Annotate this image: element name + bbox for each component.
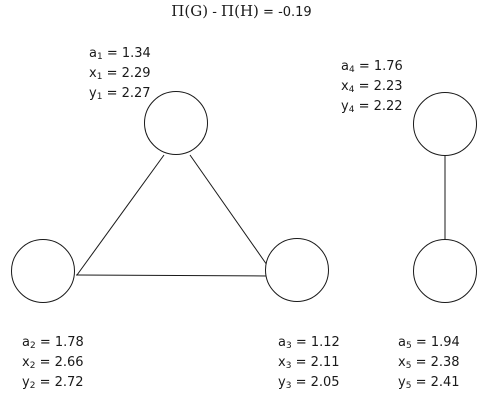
node-5-label: a5 = 1.94 x5 = 2.38 y5 = 2.41 (398, 333, 460, 393)
node-3-y: y3 = 2.05 (278, 375, 340, 391)
node-1 (144, 91, 208, 155)
node-3 (265, 238, 329, 302)
node-4 (413, 92, 477, 156)
node-4-label: a4 = 1.76 x4 = 2.23 y4 = 2.22 (341, 57, 403, 117)
title-minus: - (208, 5, 222, 20)
node-1-y: y1 = 2.27 (89, 86, 151, 102)
node-2-x: x2 = 2.66 (22, 355, 84, 371)
node-2 (11, 239, 75, 303)
node-3-label: a3 = 1.12 x3 = 2.11 y3 = 2.05 (278, 333, 340, 393)
node-5 (413, 239, 477, 303)
node-5-y: y5 = 2.41 (398, 375, 460, 391)
node-5-a: a5 = 1.94 (398, 335, 460, 351)
node-4-a: a4 = 1.76 (341, 59, 403, 75)
edge-1-2 (76, 154, 165, 276)
node-3-x: x3 = 2.11 (278, 355, 340, 371)
node-1-a: a1 = 1.34 (89, 46, 151, 62)
diagram-title: Π(G) - Π(H) = -0.19 (0, 2, 483, 20)
node-4-y: y4 = 2.22 (341, 99, 403, 115)
node-3-a: a3 = 1.12 (278, 335, 340, 351)
node-2-y: y2 = 2.72 (22, 375, 84, 391)
edge-1-3 (189, 154, 268, 266)
title-right-term: Π(H) (221, 2, 259, 20)
title-value: = -0.19 (258, 5, 312, 20)
node-1-label: a1 = 1.34 x1 = 2.29 y1 = 2.27 (89, 44, 151, 104)
node-1-x: x1 = 2.29 (89, 66, 151, 82)
node-2-a: a2 = 1.78 (22, 335, 84, 351)
node-5-x: x5 = 2.38 (398, 355, 460, 371)
node-2-label: a2 = 1.78 x2 = 2.66 y2 = 2.72 (22, 333, 84, 393)
edge-2-3 (75, 274, 268, 277)
title-left-term: Π(G) (171, 2, 209, 20)
node-4-x: x4 = 2.23 (341, 79, 403, 95)
